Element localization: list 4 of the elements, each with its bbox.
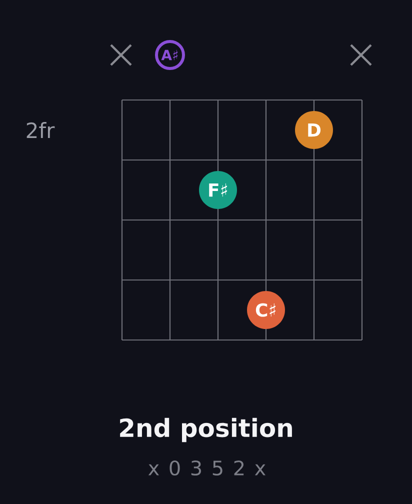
- fingering-text: x 0 3 5 2 x: [148, 460, 266, 476]
- fret-label: 2fr: [26, 122, 55, 138]
- title: 2nd position: [120, 418, 292, 442]
- open-string-ring: A♯: [155, 40, 185, 70]
